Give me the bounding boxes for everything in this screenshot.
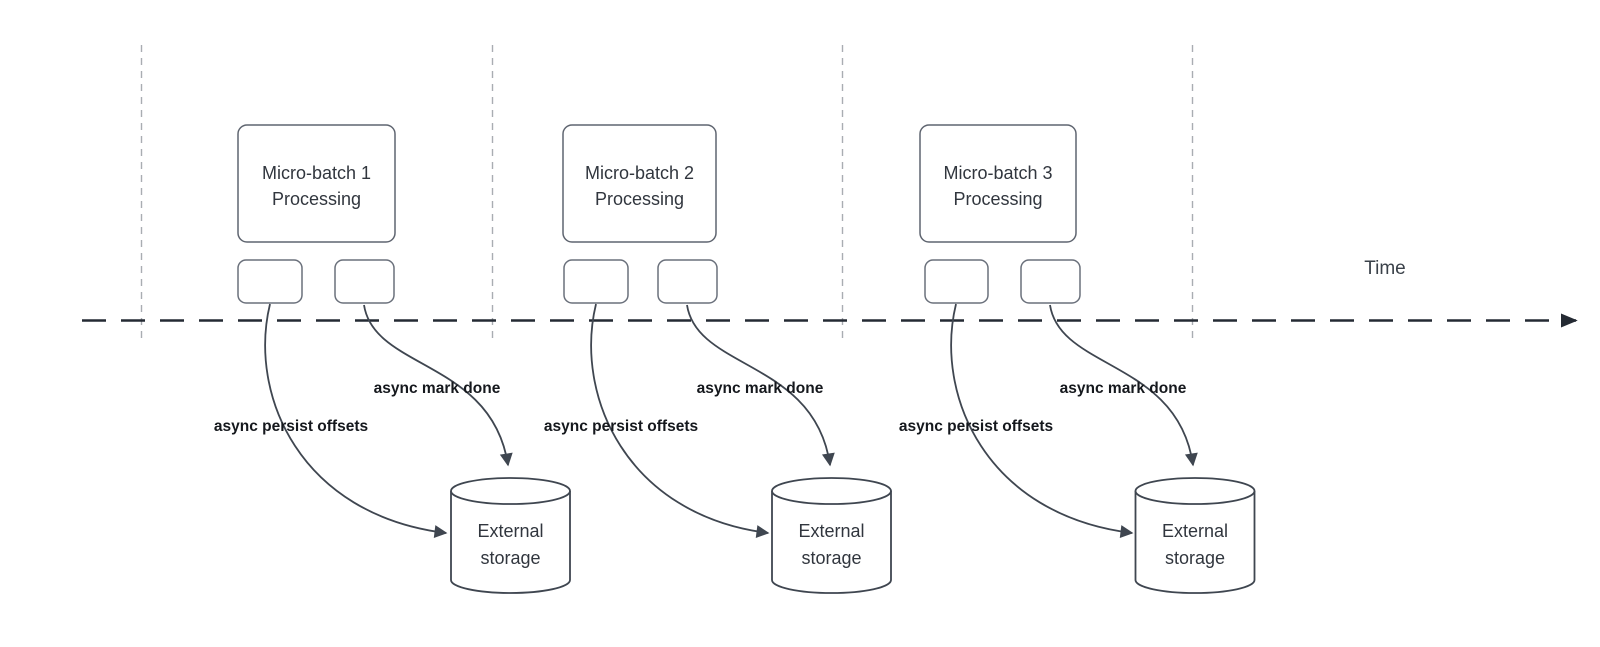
mini-task-box-right <box>657 259 718 304</box>
processing-box-label-line2: Processing <box>953 189 1042 209</box>
external-storage-cylinder <box>771 491 892 594</box>
external-storage-cylinder-top <box>771 477 892 505</box>
external-storage-cylinder-top <box>1134 477 1256 505</box>
async-persist-offsets-label: async persist offsets <box>899 418 1053 435</box>
processing-box-label-line2: Processing <box>272 189 361 209</box>
external-storage-label-line2: storage <box>1165 548 1225 568</box>
async-mark-done-label: async mark done <box>374 380 501 397</box>
external-storage-cylinder <box>450 491 571 594</box>
async-persist-offsets-arrow <box>590 303 770 538</box>
async-mark-done-arrow <box>363 304 513 467</box>
time-axis-label: Time <box>1364 258 1406 279</box>
processing-box <box>562 124 717 243</box>
async-mark-done-label: async mark done <box>1060 380 1187 397</box>
micro-batch-group-3: Micro-batch 3 Processing async persist o… <box>899 124 1256 594</box>
external-storage-label-line2: storage <box>480 548 540 568</box>
processing-box <box>919 124 1077 243</box>
async-persist-offsets-arrow <box>264 303 448 539</box>
processing-box-label-line2: Processing <box>595 189 684 209</box>
mini-task-box-right <box>1020 259 1081 304</box>
async-mark-done-arrow <box>1049 304 1198 467</box>
mini-task-box-right <box>334 259 395 304</box>
micro-batch-group-2: Micro-batch 2 Processing async persist o… <box>544 124 892 594</box>
async-persist-offsets-label: async persist offsets <box>544 418 698 435</box>
async-mark-done-label: async mark done <box>697 380 824 397</box>
async-persist-offsets-label: async persist offsets <box>214 418 368 435</box>
processing-box <box>237 124 396 243</box>
external-storage-label-line2: storage <box>801 548 861 568</box>
async-mark-done-arrow <box>686 304 835 467</box>
mini-task-box-left <box>563 259 629 304</box>
micro-batch-group-1: Micro-batch 1 Processing async persist o… <box>214 124 571 594</box>
external-storage-cylinder <box>1134 491 1256 594</box>
mini-task-box-left <box>924 259 989 304</box>
processing-box-label-line1: Micro-batch 3 <box>943 163 1052 183</box>
processing-box-label-line1: Micro-batch 2 <box>585 163 694 183</box>
processing-box-label-line1: Micro-batch 1 <box>262 163 371 183</box>
external-storage-cylinder-top <box>450 477 571 505</box>
mini-task-box-left <box>237 259 303 304</box>
external-storage-label-line1: External <box>1162 521 1228 541</box>
external-storage-label-line1: External <box>798 521 864 541</box>
external-storage-label-line1: External <box>477 521 543 541</box>
async-persist-offsets-arrow <box>950 303 1134 539</box>
